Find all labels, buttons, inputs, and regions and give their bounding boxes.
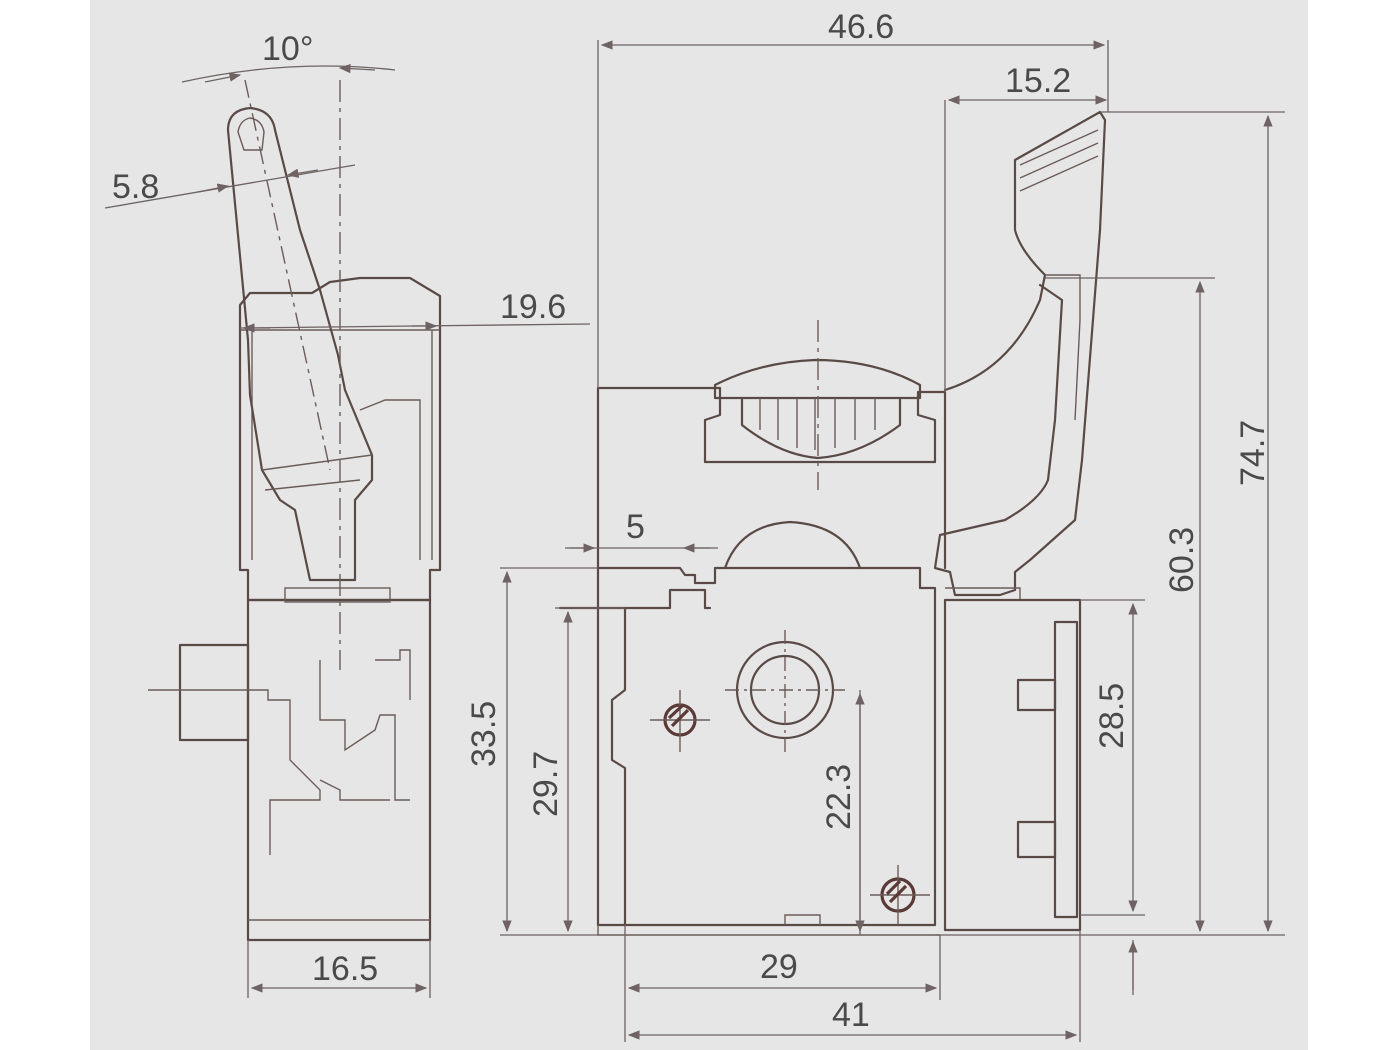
front-view: 46.6 15.2 74.7 60.3 5 33.5 29.7 22.3 28.… <box>465 8 1285 1042</box>
hole-height-label: 22.3 <box>820 764 858 830</box>
drawing-sheet <box>90 0 1308 1050</box>
side-height-label: 19.6 <box>500 288 566 326</box>
inner-width-label: 29 <box>760 948 798 986</box>
total-height-label: 74.7 <box>1234 420 1272 486</box>
angle-label: 10° <box>262 30 313 68</box>
base-width-label: 41 <box>832 996 870 1034</box>
trigger-height-label: 60.3 <box>1163 527 1201 593</box>
trigger-width-label: 15.2 <box>1005 62 1071 100</box>
step-width-label: 5 <box>626 508 645 546</box>
terminal-height-label: 28.5 <box>1093 683 1131 749</box>
total-width-label: 46.6 <box>828 8 894 46</box>
side-view: 10° 5.8 19.6 16.5 <box>104 30 591 998</box>
side-width-label: 16.5 <box>312 950 378 988</box>
lever-width-label: 5.8 <box>112 168 159 206</box>
body-height-label: 33.5 <box>465 701 503 767</box>
inner-height-label: 29.7 <box>527 751 565 817</box>
